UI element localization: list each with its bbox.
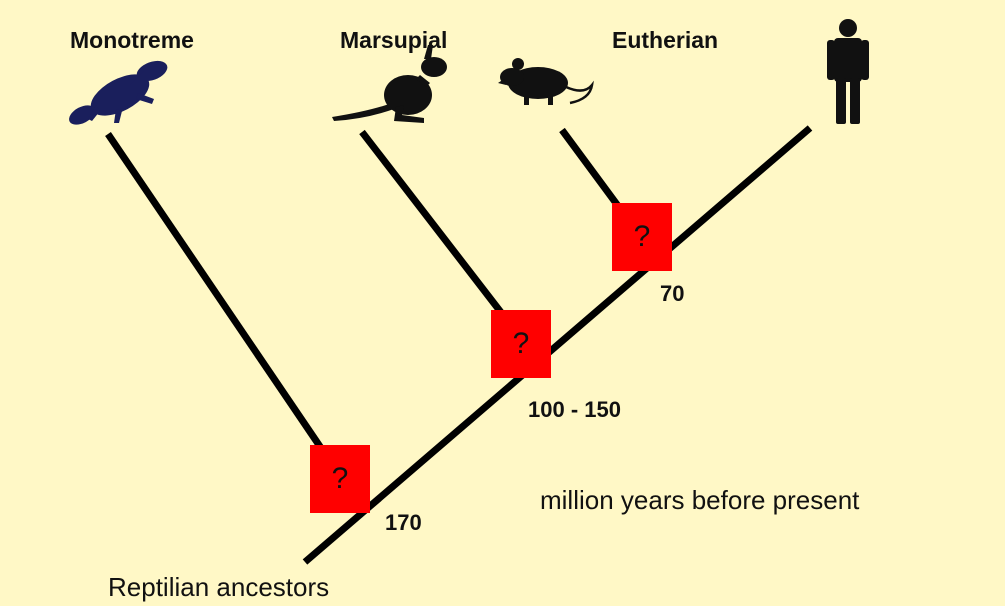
time-axis-note: million years before present [540,485,859,516]
divergence-marker-70[interactable]: ? [612,203,672,271]
monotreme-branch [108,134,340,476]
divergence-marker-170[interactable]: ? [310,445,370,513]
root-label: Reptilian ancestors [108,572,329,603]
age-label-100-150: 100 - 150 [528,397,621,423]
eutherian-label: Eutherian [612,27,718,54]
human-icon [824,18,872,124]
marsupial-label: Marsupial [340,27,447,54]
mouse-icon [498,55,596,107]
marsupial-branch [362,132,520,337]
divergence-marker-100-150[interactable]: ? [491,310,551,378]
platypus-icon [68,55,178,127]
monotreme-label: Monotreme [70,27,194,54]
kangaroo-icon [330,45,455,125]
age-label-70: 70 [660,281,684,307]
age-label-170: 170 [385,510,422,536]
